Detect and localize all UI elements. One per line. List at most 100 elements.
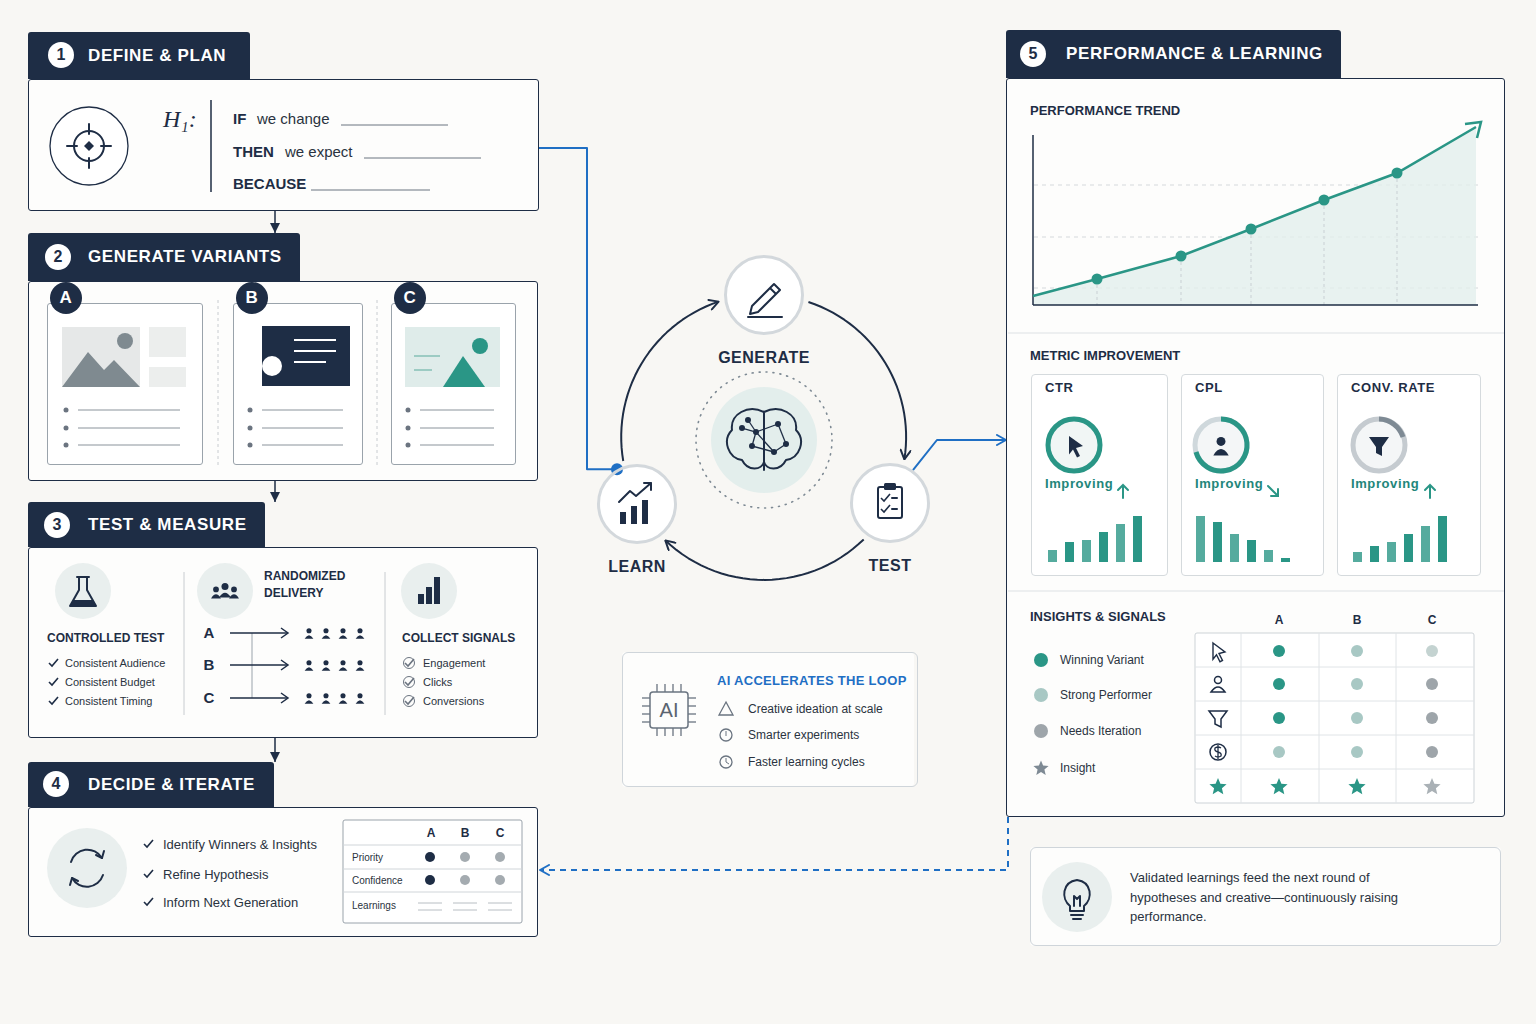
dot [262,356,282,376]
legend-text: Strong Performer [1060,687,1152,703]
card-ground [233,303,363,465]
check-circle [404,696,415,707]
chip-pin [656,728,657,736]
mountain [443,356,485,387]
panel-ground [28,807,538,937]
clipboard-icon [878,487,902,518]
person-body [305,635,314,639]
person-body [229,594,239,598]
brain-icon [727,409,801,470]
person-body [211,594,221,598]
heading: RANDOMIZED DELIVERY [264,568,364,602]
label: Conversions [423,694,484,708]
chip-pin [664,728,665,736]
bullet [64,408,69,413]
table-dot [460,875,470,885]
connector [274,481,276,502]
person-body [356,667,365,671]
network-node [783,441,789,447]
heading: CONTROLLED TEST [47,630,164,646]
refresh-head [70,878,78,885]
dollar-icon [1210,744,1226,760]
header-tab: PERFORMANCE & LEARNING [1006,30,1341,78]
text-line [420,445,494,446]
panel-ground [1030,847,1501,946]
connector-dot [611,463,623,475]
legend-entry: Needs Iteration [1033,723,1183,739]
loop-step: TEST [850,463,930,543]
table-dot [425,875,435,885]
sun [117,333,133,349]
column-header: A [427,825,436,841]
bullet-icon [719,702,733,715]
table-rule [1319,633,1320,803]
signal-dot [1351,746,1363,758]
table-rule [343,892,522,893]
bullet-icon [726,731,727,736]
block [149,367,186,387]
metric-text: CTR [1045,380,1074,395]
card-ground [47,303,203,465]
legend-entry: Winning Variant [1033,652,1183,668]
legend-sample [1033,687,1049,703]
trend-point [1246,224,1257,235]
bulb-icon [1064,880,1090,919]
connector [274,211,276,233]
refresh-head [96,851,104,858]
arrowhead [281,693,288,703]
metric-bar [1264,550,1273,562]
check-mark [405,659,414,666]
person-body [305,700,314,704]
person-body [305,667,314,671]
label: we change [257,109,330,129]
panel-ground [28,79,539,211]
trend-line [1033,127,1476,296]
bullet-icon [720,729,732,741]
text-line [294,339,336,341]
legend-sample [1033,723,1049,739]
node-text: LEARN [608,558,666,576]
table-cell: Priority [352,851,383,864]
bar [434,577,440,604]
label: Inform Next Generation [163,894,298,911]
metric-text: Improving [1045,476,1113,491]
check-mark [881,494,890,501]
column-header: A [1275,612,1284,628]
placeholder-line [418,903,442,904]
section-rule [1008,591,1504,592]
variant-letter: A [50,282,82,314]
table-rule [1396,633,1397,803]
check-mark [144,840,153,847]
signal-dot [1351,712,1363,724]
table-dot [460,852,470,862]
target-ring [74,131,104,161]
card-ground [1337,374,1481,576]
note-box: Validated learnings feed the next round … [1030,847,1501,946]
person-head [357,660,362,665]
node-text: TEST [869,557,912,575]
connector [808,302,906,459]
variant-letter: C [394,282,426,314]
clip-line [892,497,897,499]
chip-pin [664,684,665,692]
crosshair [101,145,111,147]
check-circle [404,658,415,669]
network-link [778,424,786,444]
variant-letter: C [204,688,215,708]
drop-line [1397,173,1398,305]
hypothesis-symbol: H₁: [163,104,197,135]
chip-pin [642,713,650,714]
metric-ring [1048,419,1100,471]
label: BECAUSE [233,174,306,194]
variant-card: A [47,303,203,465]
step-panel: GENERATE VARIANTSABC [28,233,538,481]
pencil-icon [748,284,782,317]
network-node [775,421,781,427]
panel-ground [28,281,538,481]
image-placeholder [405,327,500,387]
icon-ground [197,563,253,619]
table-rule [1195,701,1474,702]
legend-text: Winning Variant [1060,652,1144,668]
section-rule [1008,333,1504,334]
network-node [749,443,755,449]
